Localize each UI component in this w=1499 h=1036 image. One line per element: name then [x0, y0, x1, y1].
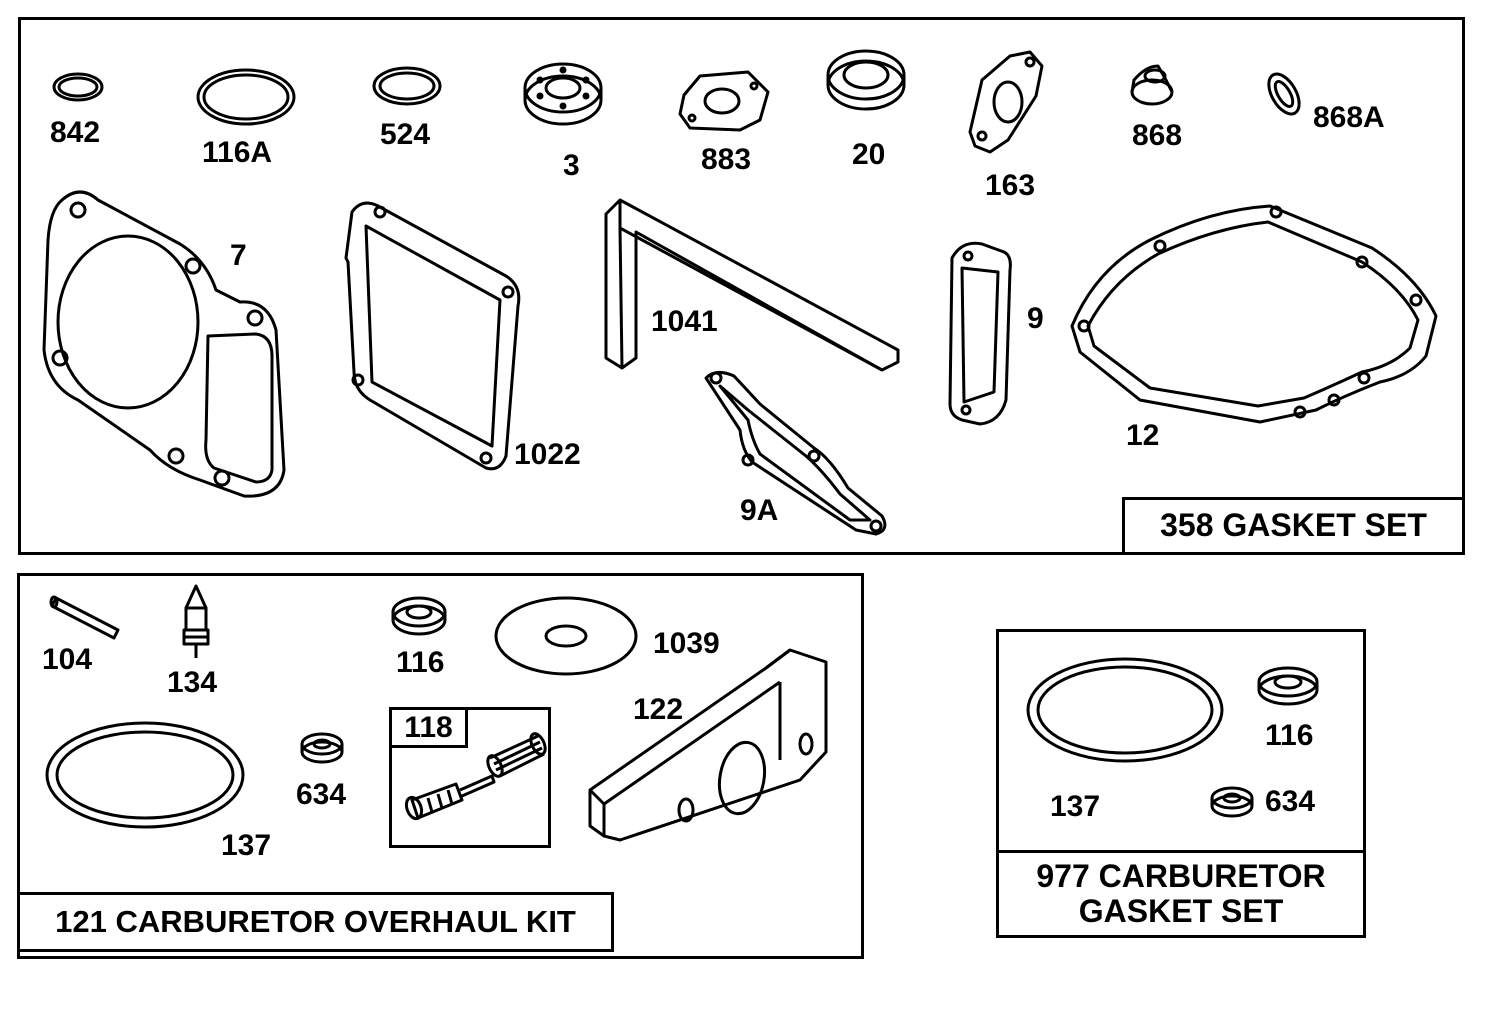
part-137-gasket-ring — [1026, 657, 1224, 763]
part-12-crankcase-gasket — [1070, 204, 1438, 424]
part-868a-washer — [1267, 72, 1301, 116]
label-868: 868 — [1132, 119, 1183, 152]
label-9: 9 — [1027, 302, 1044, 335]
carb-gasket-title-line1: 977 CARBURETOR — [1036, 857, 1326, 894]
part-524-ring — [372, 66, 442, 106]
label-116a: 116A — [202, 136, 273, 169]
label-12: 12 — [1126, 419, 1160, 452]
carb-kit-title: 121 CARBURETOR OVERHAUL KIT — [17, 892, 614, 952]
part-1039-diaphragm — [494, 596, 638, 676]
part-116-washer — [391, 596, 447, 636]
part-122-spacer — [588, 648, 828, 842]
label-134: 134 — [167, 666, 218, 699]
label-1041: 1041 — [651, 305, 718, 338]
part-9-gasket — [948, 241, 1012, 426]
label-868a: 868A — [1313, 101, 1385, 134]
part-883-gasket — [678, 70, 770, 132]
carb-gasket-set-title: 977 CARBURETOR GASKET SET — [996, 850, 1366, 938]
label-634-gasket: 634 — [1265, 785, 1316, 818]
label-7: 7 — [230, 239, 247, 272]
label-104: 104 — [42, 643, 93, 676]
subkit-118-label: 118 — [392, 710, 468, 748]
label-137-gasket: 137 — [1050, 790, 1101, 823]
part-3-oil-seal — [523, 62, 603, 126]
part-116-gasket-washer — [1257, 666, 1319, 706]
label-116-gasket: 116 — [1265, 719, 1314, 752]
gasket-set-panel — [18, 17, 1465, 555]
part-842-ring — [52, 72, 104, 102]
label-842: 842 — [50, 116, 101, 149]
carb-gasket-title-line2: GASKET SET — [1078, 893, 1284, 929]
label-1039: 1039 — [653, 627, 720, 660]
part-9a-gasket — [704, 371, 887, 536]
part-116a-ring — [196, 68, 296, 126]
part-104-pin — [49, 595, 120, 640]
part-163-gasket — [968, 50, 1044, 154]
part-634-gasket-washer — [1210, 786, 1254, 818]
label-883: 883 — [701, 143, 752, 176]
label-20: 20 — [852, 138, 886, 171]
part-634-washer — [300, 732, 344, 764]
label-163: 163 — [985, 169, 1036, 202]
label-137-kit: 137 — [221, 829, 272, 862]
part-118-screw — [404, 774, 496, 821]
part-134-needle — [182, 584, 210, 658]
part-20-oil-seal — [826, 49, 906, 111]
carb-overhaul-kit-panel — [17, 573, 864, 959]
label-122: 122 — [633, 693, 684, 726]
part-137-ring — [45, 721, 245, 829]
label-116-kit: 116 — [396, 646, 445, 679]
part-118-spring — [486, 732, 547, 778]
label-634-kit: 634 — [296, 778, 347, 811]
part-7-head-gasket — [42, 190, 286, 498]
label-524: 524 — [380, 118, 431, 151]
gasket-set-title: 358 GASKET SET — [1122, 497, 1465, 555]
subkit-118-box — [389, 707, 551, 848]
part-868-valve-seal — [1130, 64, 1174, 106]
label-3: 3 — [563, 149, 580, 182]
part-1022-gasket — [344, 201, 521, 471]
part-1041-breather-strip — [604, 198, 900, 372]
label-1022: 1022 — [514, 438, 581, 471]
label-9a: 9A — [740, 494, 779, 527]
